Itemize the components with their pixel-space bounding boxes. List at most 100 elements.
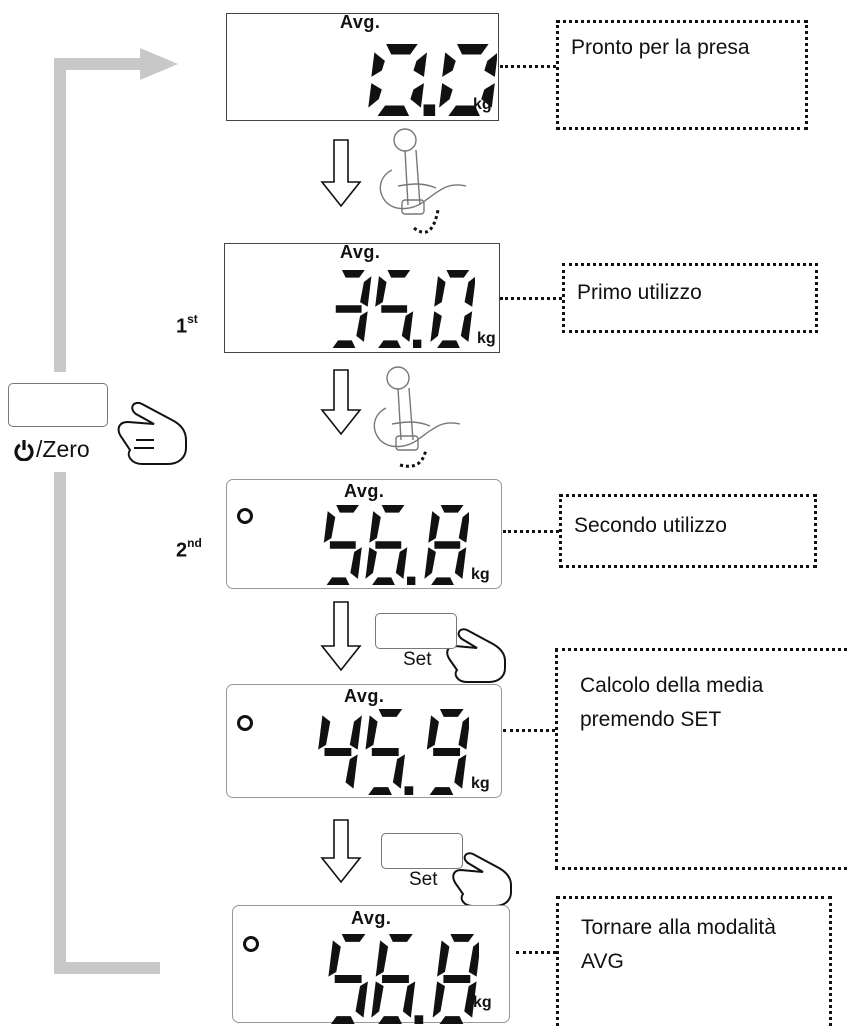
lcd-segment — [424, 547, 436, 579]
lcd-segment — [365, 547, 377, 579]
lcd-segment — [332, 340, 356, 348]
status-dot — [237, 715, 253, 731]
lcd-segment — [345, 754, 358, 789]
lcd-segment — [439, 83, 453, 108]
lcd-segment — [377, 105, 410, 116]
set-key[interactable] — [381, 833, 463, 869]
lcd-segment — [369, 511, 381, 543]
down-arrow-icon — [320, 819, 362, 884]
lcd-segment — [433, 748, 461, 756]
lcd-segment — [350, 547, 362, 579]
lcd-segment — [378, 709, 403, 717]
lcd-segment — [454, 547, 467, 579]
lcd-digit — [426, 709, 469, 795]
lcd-digit — [439, 44, 497, 116]
lcd-display: Avg. kg — [232, 905, 510, 1024]
lcd-segment — [356, 311, 368, 342]
lcd-segment — [378, 340, 401, 348]
lcd-digit — [424, 505, 469, 585]
lcd-display: Avg. kg — [224, 242, 500, 353]
lcd-digit — [368, 44, 428, 116]
lcd-segment — [323, 511, 336, 543]
lcd-segment — [349, 715, 362, 750]
lcd-segment — [413, 52, 428, 77]
lcd-segment — [318, 715, 331, 750]
lcd-segment — [375, 276, 387, 307]
lcd-segment — [457, 44, 489, 55]
lcd-segment — [437, 940, 450, 977]
set-key-label: Set — [409, 869, 438, 890]
lcd-segment — [392, 754, 405, 789]
connector-line — [500, 297, 562, 300]
lcd-segment — [375, 940, 389, 977]
lcd-segment — [434, 276, 446, 307]
lcd-segment — [371, 52, 385, 77]
lcd-digit — [323, 505, 362, 585]
lcd-digit — [332, 270, 372, 348]
lcd-segment — [371, 748, 399, 756]
lcd-segment — [454, 754, 467, 789]
unit-label: kg — [471, 566, 490, 583]
connector-line — [503, 530, 559, 533]
step-ordinal: 1st — [176, 312, 198, 338]
lcd-segment — [395, 547, 408, 579]
lcd-segment — [324, 748, 352, 756]
lcd-segment — [401, 311, 414, 342]
lcd-segment — [450, 934, 475, 942]
lcd-segment — [368, 83, 382, 108]
lcd-segment — [335, 305, 362, 313]
lcd-segment — [378, 1016, 402, 1024]
lcd-display: Avg. kg — [226, 12, 499, 121]
lcd-segment — [440, 505, 464, 513]
hand-grip-dynamometer-icon — [379, 128, 467, 234]
lcd-segment — [428, 511, 440, 543]
lcd-segment — [429, 787, 454, 795]
lcd-segment — [326, 577, 350, 585]
lcd-segment — [448, 105, 480, 116]
lcd-reading — [318, 709, 469, 795]
lcd-digit — [375, 270, 414, 348]
avg-label: Avg. — [344, 686, 385, 706]
lcd-segment — [381, 305, 408, 313]
lcd-decimal-point — [407, 576, 416, 585]
lcd-digit — [318, 715, 362, 789]
power-zero-key[interactable] — [8, 383, 108, 427]
step-ordinal: 2nd — [176, 536, 202, 562]
lcd-segment — [381, 505, 405, 513]
lcd-segment — [329, 541, 356, 549]
pointing-hand-icon — [117, 402, 187, 465]
lcd-digit — [365, 709, 405, 795]
connector-line — [500, 65, 556, 68]
lcd-segment — [336, 505, 359, 513]
lcd-segment — [484, 53, 497, 77]
avg-label: Avg. — [340, 242, 381, 262]
lcd-segment — [434, 541, 461, 549]
lcd-segment — [355, 981, 368, 1018]
lcd-segment — [439, 1016, 464, 1024]
return-arrow-icon — [54, 48, 178, 974]
lcd-decimal-point — [404, 786, 414, 795]
set-key[interactable] — [375, 613, 457, 649]
lcd-display: Avg. kg — [226, 684, 502, 798]
step-note: Tornare alla modalità AVG — [556, 896, 832, 1026]
unit-label: kg — [473, 994, 492, 1011]
status-dot — [237, 508, 253, 524]
power-zero-label: /Zero — [14, 436, 90, 463]
lcd-segment — [402, 981, 416, 1018]
lcd-segment — [389, 934, 413, 942]
down-arrow-icon — [320, 139, 362, 208]
lcd-reading — [368, 44, 497, 116]
lcd-segment — [341, 270, 365, 278]
lcd-segment — [341, 934, 366, 942]
lcd-segment — [468, 941, 479, 977]
lcd-display: Avg. kg — [226, 479, 502, 589]
down-arrow-icon — [320, 369, 362, 436]
avg-label: Avg. — [344, 481, 385, 501]
power-zero-text: /Zero — [36, 436, 90, 462]
lcd-segment — [464, 276, 475, 307]
lcd-segment — [443, 975, 471, 983]
lcd-decimal-point — [413, 339, 422, 348]
lcd-segment — [372, 577, 395, 585]
lcd-segment — [410, 83, 424, 108]
avg-label: Avg. — [351, 908, 392, 928]
